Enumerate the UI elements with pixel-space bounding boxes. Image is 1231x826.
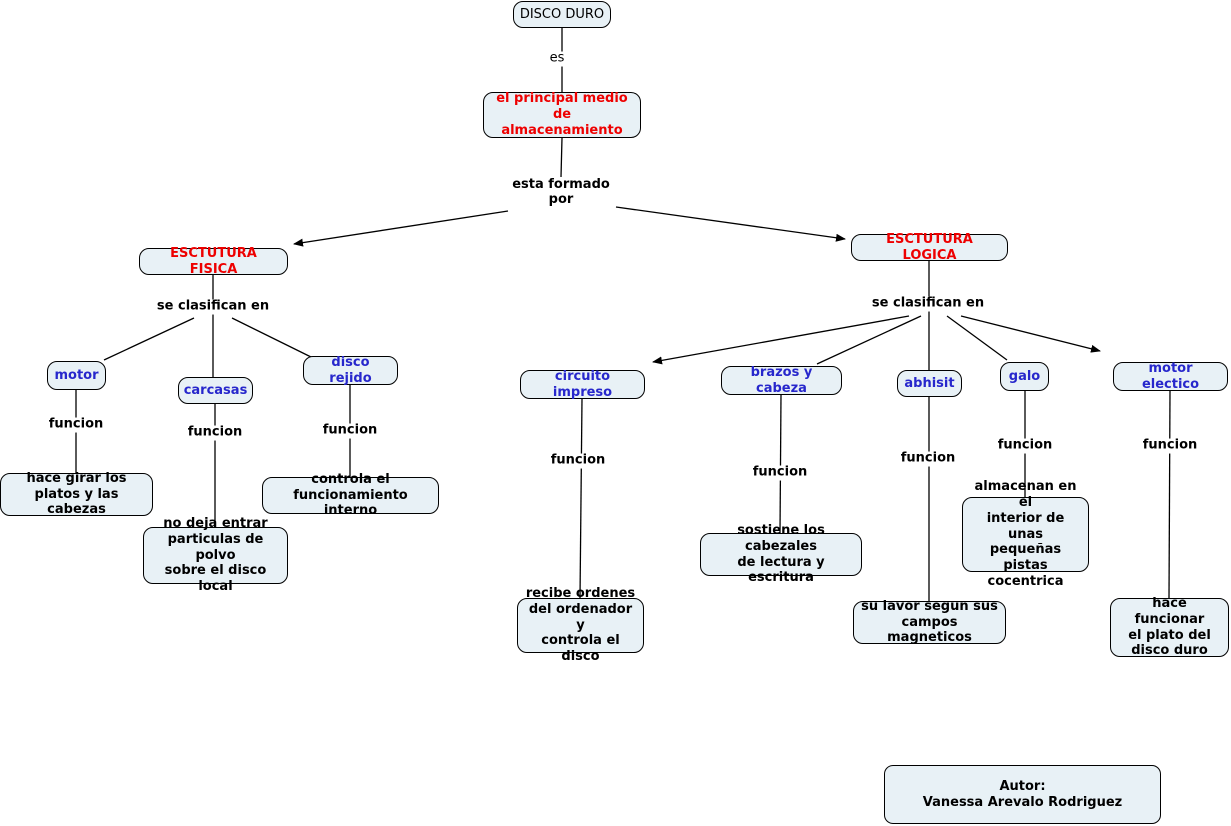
concept-carcasas-label: carcasas (183, 382, 248, 398)
concept-galo-label: galo (1008, 368, 1041, 384)
linking-phrase-funcion-circuito[interactable]: funcion (547, 453, 609, 469)
line-clasifican-to-disco-rejido (231, 317, 312, 358)
linking-phrase-funcion-brazos[interactable]: funcion (749, 465, 811, 481)
author-box[interactable]: Autor: Vanessa Arevalo Rodriguez (884, 765, 1161, 824)
concept-circuito-impreso-label: circuito impreso (552, 368, 613, 400)
concept-disco-rejido-label: disco rejido (329, 354, 372, 386)
line-clasifican-to-brazos (816, 315, 922, 365)
concept-brazos-y-cabeza[interactable]: brazos y cabeza (721, 364, 842, 396)
concept-disco-rejido[interactable]: disco rejido (303, 354, 398, 386)
concept-sostiene-cabezales-label: sostiene los cabezales de lectura y escr… (737, 522, 825, 586)
arrow-to-fisica (293, 210, 509, 247)
linking-phrase-es[interactable]: es (546, 51, 568, 67)
line-brazos-to-leaf (779, 394, 782, 534)
concept-circuito-impreso[interactable]: circuito impreso (520, 368, 645, 400)
concept-motor[interactable]: motor (47, 361, 106, 390)
line-principal-to-formado (560, 137, 563, 178)
arrow-to-motor-electico (960, 315, 1101, 353)
concept-principal-medio[interactable]: el principal medio de almacenamiento (483, 91, 641, 138)
arrow-to-circuito (652, 315, 910, 365)
concept-disco-duro-label: DISCO DURO (519, 6, 605, 22)
concept-almacenan-pistas[interactable]: almacenan en el interior de unas pequeña… (962, 479, 1089, 589)
linking-phrase-funcion-disco-rejido[interactable]: funcion (319, 423, 381, 439)
linking-phrase-funcion-motor[interactable]: funcion (45, 417, 107, 433)
linking-phrase-se-clasifican-left[interactable]: se clasifican en (153, 299, 273, 315)
concept-principal-medio-label: el principal medio de almacenamiento (496, 91, 628, 138)
concept-no-deja-entrar-particulas-label: no deja entrar particulas de polvo sobre… (163, 515, 268, 595)
linking-phrase-esta-formado-por[interactable]: esta formado por (509, 177, 613, 208)
arrow-to-logica (615, 206, 846, 242)
concept-recibe-ordenes[interactable]: recibe ordenes del ordenador y controla … (517, 586, 644, 664)
concept-controla-funcionamiento[interactable]: controla el funcionamiento interno (262, 472, 439, 518)
concept-almacenan-pistas-label: almacenan en el interior de unas pequeña… (974, 479, 1077, 590)
concept-estructura-fisica[interactable]: ESCTUTURA FISICA (139, 245, 288, 277)
concept-hace-girar-platos[interactable]: hace girar los platos y las cabezas (0, 470, 153, 518)
line-clasifican-to-motor (103, 317, 195, 361)
concept-brazos-y-cabeza-label: brazos y cabeza (750, 364, 813, 396)
line-motor-electico-to-leaf (1168, 390, 1171, 599)
concept-su-lavor-campos[interactable]: su lavor segun sus campos magneticos (853, 598, 1006, 646)
concept-sostiene-cabezales[interactable]: sostiene los cabezales de lectura y escr… (700, 523, 862, 585)
concept-galo[interactable]: galo (1000, 362, 1049, 391)
author-box-label: Autor: Vanessa Arevalo Rodriguez (922, 778, 1123, 810)
concept-abhisit-label: abhisit (904, 375, 955, 391)
linking-phrase-funcion-galo[interactable]: funcion (994, 438, 1056, 454)
concept-controla-funcionamiento-label: controla el funcionamiento interno (293, 471, 408, 519)
concept-hace-funcionar-plato[interactable]: hace funcionar el plato del disco duro (1110, 595, 1229, 659)
concept-motor-electico-label: motor electico (1141, 360, 1200, 392)
line-circuito-to-leaf (579, 398, 583, 599)
concept-no-deja-entrar-particulas[interactable]: no deja entrar particulas de polvo sobre… (143, 516, 288, 594)
linking-phrase-funcion-motor-electico[interactable]: funcion (1139, 438, 1201, 454)
line-clasifican-to-galo (946, 315, 1008, 361)
linking-phrase-funcion-carcasas[interactable]: funcion (184, 425, 246, 441)
concept-estructura-logica-label: ESCTUTURA LOGICA (886, 231, 973, 263)
concept-abhisit[interactable]: abhisit (897, 370, 962, 397)
concept-carcasas[interactable]: carcasas (178, 377, 253, 404)
concept-motor-electico[interactable]: motor electico (1113, 360, 1228, 392)
concept-hace-funcionar-plato-label: hace funcionar el plato del disco duro (1128, 595, 1211, 659)
concept-disco-duro[interactable]: DISCO DURO (513, 1, 611, 28)
concept-motor-label: motor (54, 367, 99, 383)
linking-phrase-funcion-abhisit[interactable]: funcion (897, 451, 959, 467)
concept-recibe-ordenes-label: recibe ordenes del ordenador y controla … (525, 585, 636, 665)
concept-hace-girar-platos-label: hace girar los platos y las cabezas (26, 470, 127, 518)
concept-su-lavor-campos-label: su lavor segun sus campos magneticos (861, 598, 998, 646)
concept-estructura-logica[interactable]: ESCTUTURA LOGICA (851, 231, 1008, 263)
concept-estructura-fisica-label: ESCTUTURA FISICA (170, 245, 257, 277)
linking-phrase-se-clasifican-right[interactable]: se clasifican en (868, 296, 988, 312)
